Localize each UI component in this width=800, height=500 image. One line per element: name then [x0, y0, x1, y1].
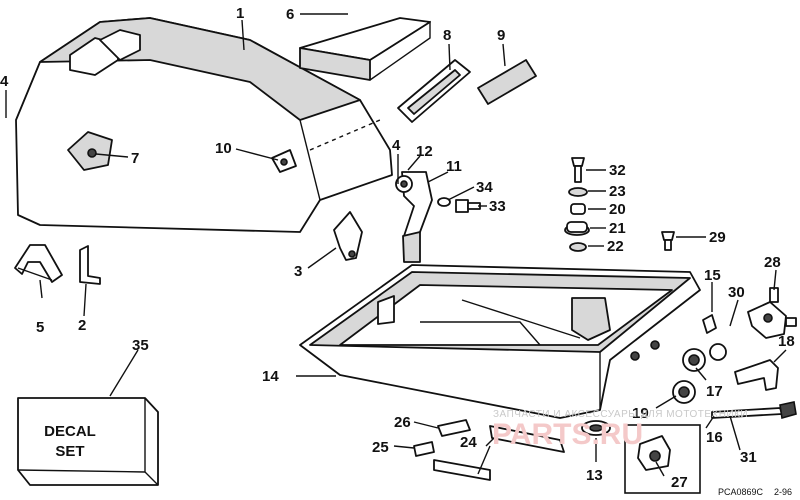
callout-34: 34	[476, 179, 493, 196]
bracket-box	[624, 424, 701, 494]
leader-lines	[5, 13, 787, 477]
fastener-stack	[564, 157, 590, 252]
decal-set-box: DECAL SET	[17, 397, 159, 486]
rear-cover	[299, 17, 431, 81]
lower-motor-cover	[299, 264, 701, 419]
callout-8: 8	[443, 27, 451, 44]
watermark: PARTS.RU ЗАПЧАСТИ И АКСЕССУАРЫ ДЛЯ МОТОТ…	[492, 409, 748, 451]
upper-motor-cover	[15, 17, 393, 233]
callout-29: 29	[709, 229, 726, 246]
shift-linkage	[747, 287, 797, 339]
grommets	[581, 343, 727, 436]
callout-21: 21	[609, 220, 626, 237]
bolt	[661, 231, 675, 251]
drawing-code-id: PCA0869C	[718, 487, 764, 497]
latch-bracket	[333, 211, 363, 261]
callout-12: 12	[416, 143, 433, 160]
screw-pair	[437, 197, 481, 213]
callout-35: 35	[132, 337, 149, 354]
small-bracket	[79, 245, 101, 285]
callout-24: 24	[460, 434, 477, 451]
callout-4b: 4	[392, 137, 401, 154]
callout-9: 9	[497, 27, 505, 44]
callout-7: 7	[131, 150, 139, 167]
shift-handle	[734, 359, 779, 391]
callout-19: 19	[632, 405, 649, 422]
callout-4a: 4	[0, 73, 9, 90]
callout-15: 15	[704, 267, 721, 284]
pivot-pin	[702, 314, 717, 334]
callout-20: 20	[609, 201, 626, 218]
callout-22: 22	[607, 238, 624, 255]
callout-25: 25	[372, 439, 389, 456]
callout-11: 11	[446, 158, 462, 175]
callout-1: 1	[236, 5, 244, 22]
watermark-logo: PARTS.RU	[492, 418, 643, 451]
callout-3: 3	[294, 263, 302, 280]
decal-label-line-2: SET	[55, 443, 84, 460]
callout-23: 23	[609, 183, 626, 200]
callout-17: 17	[706, 383, 723, 400]
watermark-text: ЗАПЧАСТИ И АКСЕССУАРЫ ДЛЯ МОТОТЕХНИКИ	[493, 409, 748, 420]
callout-31: 31	[740, 449, 757, 466]
callout-30: 30	[728, 284, 745, 301]
small-parts	[413, 419, 565, 481]
drawing-code: PCA0869C 2-96	[718, 487, 792, 497]
drawing-code-date: 2-96	[774, 487, 792, 497]
callout-6: 6	[286, 6, 294, 23]
callout-2: 2	[78, 317, 86, 334]
callout-26: 26	[394, 414, 411, 431]
callout-18: 18	[778, 333, 795, 350]
seal-frame	[397, 59, 471, 123]
callout-14: 14	[262, 368, 279, 385]
shift-shaft	[711, 401, 797, 420]
callout-33: 33	[489, 198, 506, 215]
callout-5: 5	[36, 319, 44, 336]
callout-28: 28	[764, 254, 781, 271]
callout-32: 32	[609, 162, 626, 179]
handle	[14, 244, 63, 283]
callout-numbers: 1 2 3 4 4 5 6 7 8 9 10 11 12 13 14 15 16…	[0, 5, 795, 491]
trim-strip	[477, 59, 537, 105]
callout-27: 27	[671, 474, 688, 491]
callout-16: 16	[706, 429, 723, 446]
callout-10: 10	[215, 140, 232, 157]
callout-13: 13	[586, 467, 603, 484]
latch-lever	[395, 171, 433, 263]
decal-label-line-1: DECAL	[44, 423, 96, 440]
